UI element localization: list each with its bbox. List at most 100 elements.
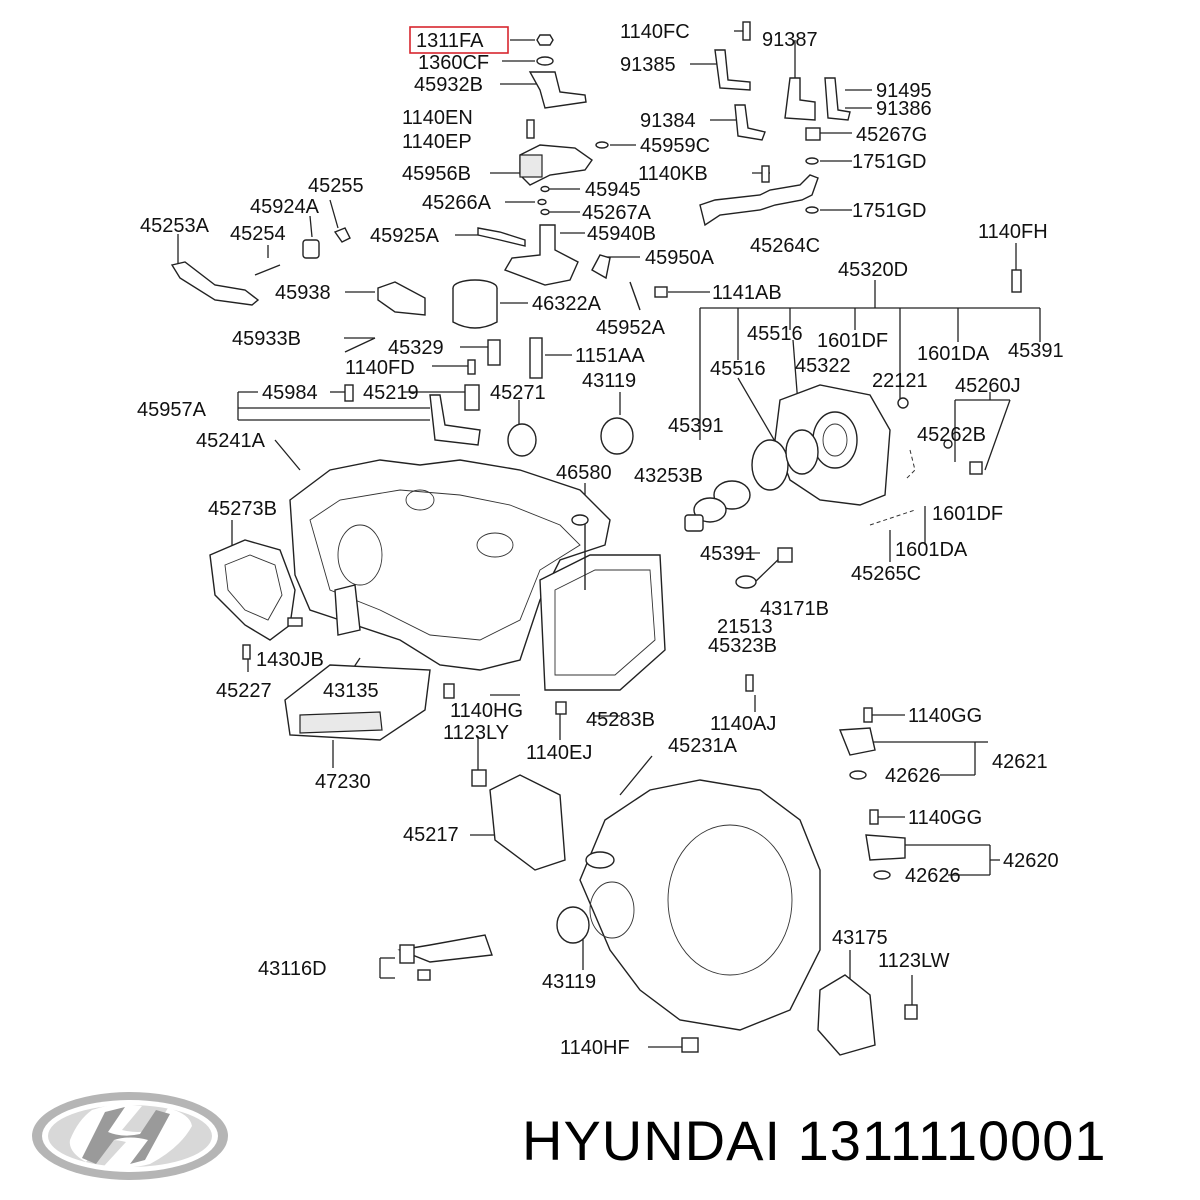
- part-label: 45260J: [955, 375, 1021, 397]
- oring-large-icon: [713, 480, 751, 510]
- oil-cooler-pipe: [699, 174, 819, 227]
- part-label: 45956B: [402, 163, 471, 185]
- washer-icon: [943, 439, 953, 449]
- oil-pan-inner: [554, 569, 656, 676]
- part-label: 1140EN: [402, 107, 473, 129]
- assembly-path: [904, 449, 916, 481]
- part-label: 45516: [747, 323, 803, 345]
- part-label: 1601DF: [932, 503, 1003, 525]
- part-label: 46580: [556, 462, 612, 484]
- bolt-icon: [761, 165, 770, 183]
- bracket-43175: [817, 974, 876, 1056]
- part-label: 45932B: [414, 74, 483, 96]
- case-bore: [405, 489, 435, 511]
- part-label: 45266A: [422, 192, 492, 214]
- bearing-icon: [684, 514, 704, 532]
- part-label: 45219: [363, 382, 419, 404]
- part-label: 45231A: [668, 735, 738, 757]
- bracket-91387: [784, 77, 816, 121]
- bolt-icon: [526, 119, 535, 139]
- part-label: 1141AB: [712, 282, 782, 304]
- part-label: 45924A: [250, 196, 320, 218]
- valve-45219: [464, 384, 480, 411]
- part-label: 45933B: [232, 328, 301, 350]
- bracket-91384: [734, 104, 766, 141]
- case-bore: [476, 532, 514, 558]
- lever-bracket: [528, 71, 587, 109]
- gasket-icon: [805, 157, 819, 165]
- part-label: 1140GG: [908, 807, 982, 829]
- speed-sensor-42620: [865, 834, 906, 861]
- parts: [170, 21, 1022, 1056]
- part-label: 43119: [542, 971, 596, 993]
- bearing-icon: [600, 417, 634, 455]
- part-label: 1123LY: [443, 722, 509, 744]
- bolt-icon: [742, 21, 751, 41]
- plug-icon: [777, 547, 793, 563]
- bolt-icon: [467, 359, 476, 375]
- oring-icon: [540, 208, 550, 216]
- bolt-icon: [681, 1037, 699, 1053]
- part-label: 43119: [582, 370, 636, 392]
- bolt-icon: [654, 286, 668, 298]
- part-label: 45320D: [838, 259, 908, 281]
- part-label: 42621: [992, 751, 1048, 773]
- oil-pan-45283b: [539, 554, 666, 691]
- part-label: 1140FH: [978, 221, 1048, 243]
- part-label: 1140EJ: [526, 742, 592, 764]
- oring-icon: [873, 870, 891, 880]
- bracket-45950a: [591, 254, 611, 280]
- part-label: 1140HG: [450, 700, 523, 722]
- oring-icon: [849, 770, 867, 780]
- part-label: 45391: [700, 543, 756, 565]
- part-label: 45271: [490, 382, 546, 404]
- detent-spring: [477, 227, 526, 247]
- fitting-icon: [287, 617, 303, 627]
- part-label: 46322A: [532, 293, 602, 315]
- part-label: 45264C: [750, 235, 820, 257]
- bolt-icon: [869, 809, 879, 825]
- part-label: 45957A: [137, 399, 207, 421]
- manual-shaft-lever: [503, 224, 579, 286]
- oil-seal-icon: [556, 906, 590, 944]
- bolt-icon: [242, 644, 251, 660]
- bolt-icon: [805, 127, 821, 141]
- housing-cap: [585, 851, 615, 869]
- part-number: 1311110001: [797, 1109, 1107, 1172]
- part-label: 45267A: [582, 202, 652, 224]
- part-label: 45262B: [917, 424, 986, 446]
- part-label: 1140FD: [345, 357, 415, 379]
- part-label: 91386: [876, 98, 932, 120]
- part-label: 45984: [262, 382, 318, 404]
- part-label: 45323B: [708, 635, 777, 657]
- bolt-icon: [471, 769, 487, 787]
- pin-icon: [629, 281, 641, 311]
- part-label: 1151AA: [575, 345, 645, 367]
- part-label: 91384: [640, 110, 696, 132]
- part-label: 43175: [832, 927, 888, 949]
- bolt-icon: [1011, 269, 1022, 293]
- part-label: 1140HF: [560, 1037, 630, 1059]
- part-label: 45516: [710, 358, 766, 380]
- oring-icon: [595, 141, 609, 149]
- strainer-body: [299, 711, 383, 734]
- bracket-91385: [714, 49, 751, 91]
- bolt-icon: [344, 384, 354, 402]
- converter-housing-45231a: [579, 779, 821, 1031]
- part-label: 45925A: [370, 225, 440, 247]
- bracket-45217: [489, 774, 566, 871]
- part-label: 1601DA: [895, 539, 968, 561]
- bolt-icon: [443, 683, 455, 699]
- speed-sensor-42621: [838, 727, 876, 756]
- seal-icon: [507, 423, 537, 457]
- bushing-icon: [302, 239, 320, 259]
- tube-nozzle: [399, 944, 415, 964]
- part-label: 42626: [885, 765, 941, 787]
- part-label: 45945: [585, 179, 641, 201]
- part-label: 1140EP: [402, 131, 472, 153]
- spring-cylinder: [487, 339, 501, 366]
- part-label: 45265C: [851, 563, 921, 585]
- cover-inner: [224, 554, 283, 621]
- part-label: 42620: [1003, 850, 1059, 872]
